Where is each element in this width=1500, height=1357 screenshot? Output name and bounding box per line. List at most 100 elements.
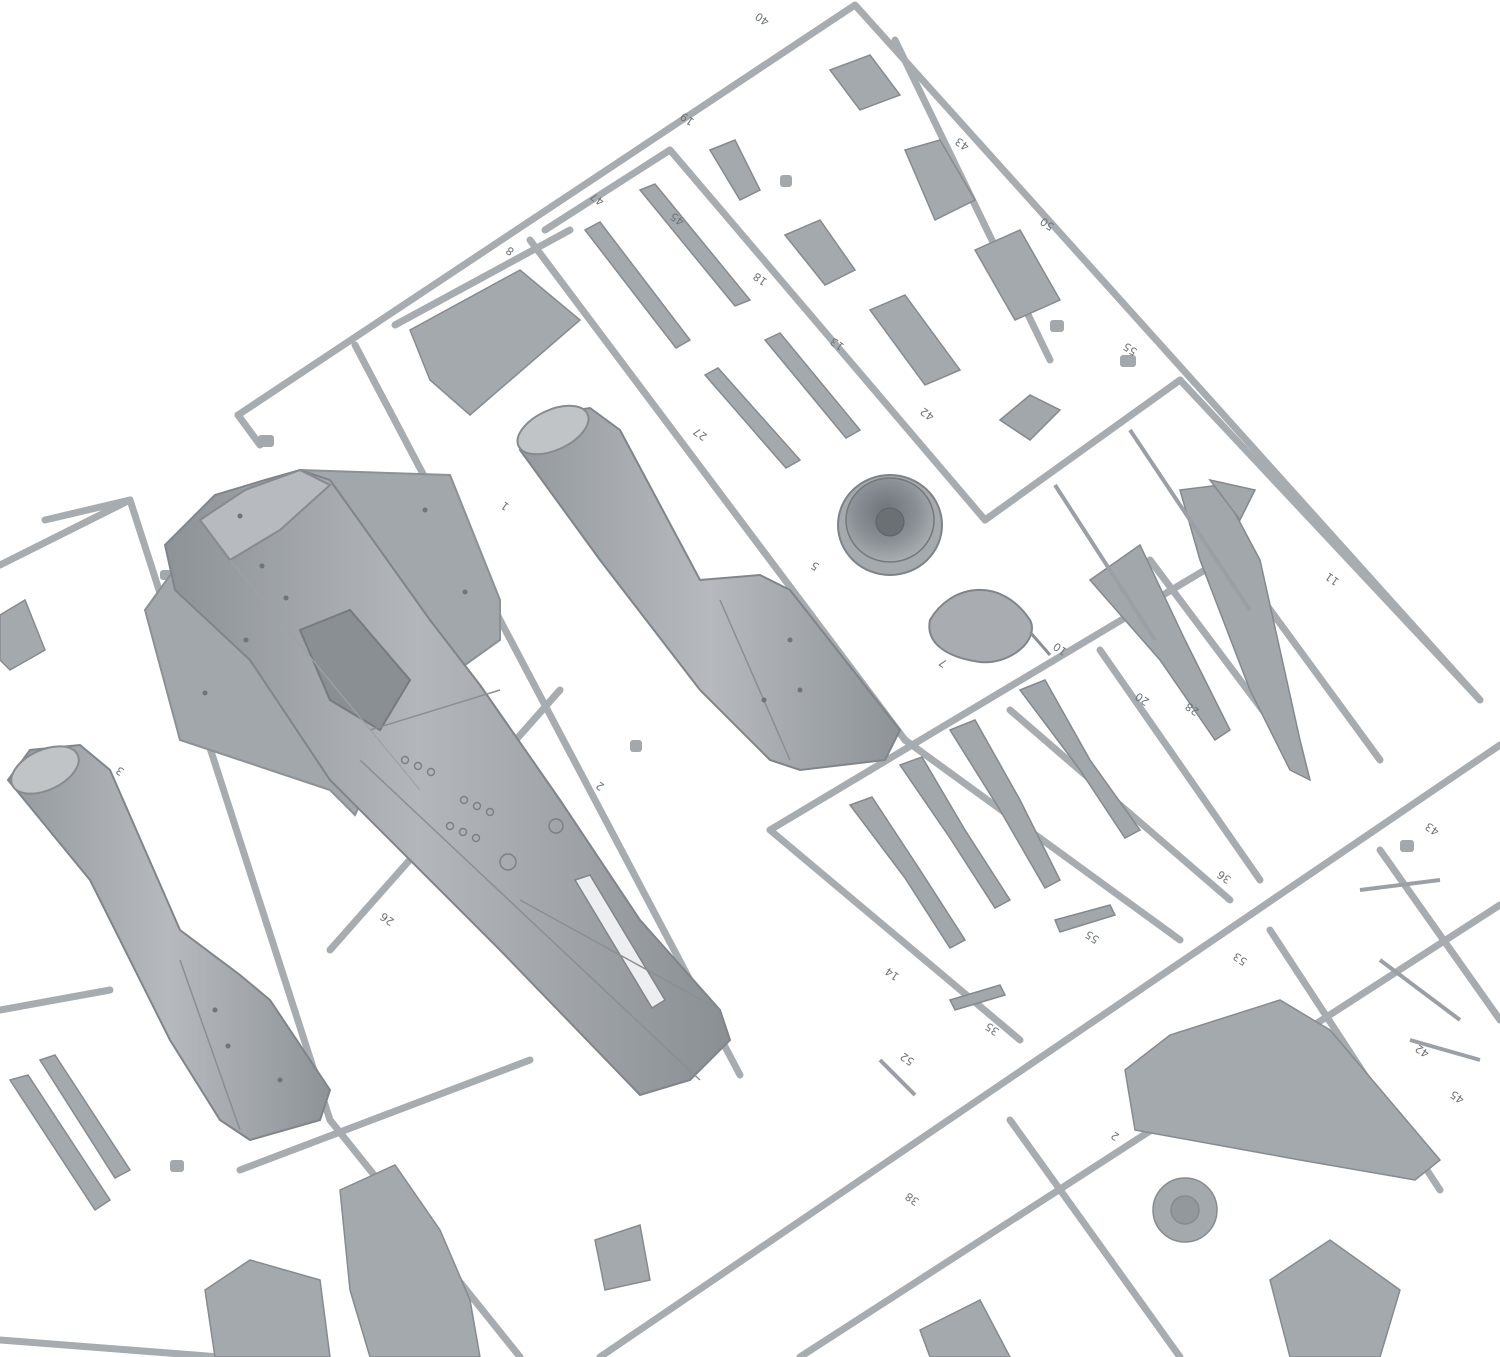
gate-nub	[258, 435, 274, 447]
part-label: 18	[751, 270, 770, 289]
intake-part	[516, 404, 902, 772]
runner-bar	[666, 146, 989, 524]
small-holes	[202, 507, 468, 696]
part-label: 2	[1109, 1129, 1122, 1144]
runner-bar	[541, 146, 674, 234]
part-label: 1	[499, 499, 512, 514]
missile-fin	[1208, 478, 1257, 522]
part-label: 11	[1323, 570, 1342, 589]
intake-body	[6, 743, 332, 1142]
propeller-part	[948, 984, 1007, 1011]
part-label: 43	[1423, 820, 1442, 839]
part-label: 27	[691, 425, 710, 444]
intake-body	[518, 406, 902, 772]
runner-bar	[391, 226, 574, 329]
runner-bar	[901, 736, 1184, 944]
part-label: 8	[504, 244, 517, 259]
panel-line	[229, 559, 421, 791]
panel-line	[719, 599, 791, 761]
part-label: 26	[378, 910, 397, 929]
runner-bar	[236, 1056, 534, 1174]
part-label: 7	[937, 656, 950, 671]
gate-nub	[170, 1160, 184, 1172]
small-parts-lower-right	[919, 878, 1481, 1357]
runner-bar	[41, 496, 134, 524]
runner-bar	[0, 1336, 224, 1357]
long-strip	[638, 183, 752, 307]
missile-parts	[848, 394, 1312, 1011]
exhaust-nozzle	[837, 474, 943, 576]
part-label: 55	[1083, 928, 1102, 947]
part-label: 52	[898, 1050, 917, 1069]
panel-part	[783, 219, 857, 286]
panel-part	[409, 269, 582, 416]
part-label: 42	[918, 405, 937, 424]
runner-bar	[234, 1, 1484, 704]
small-bracket	[708, 139, 762, 201]
runner-bar	[351, 341, 744, 1079]
part-label: 53	[1231, 950, 1250, 969]
propeller-part	[998, 394, 1062, 441]
panel-line	[369, 689, 501, 731]
gate-nub	[780, 175, 792, 187]
propeller-part	[1053, 904, 1117, 933]
panel-line	[519, 899, 721, 1011]
nose-cone	[928, 588, 1052, 664]
gate-nub	[1400, 840, 1414, 852]
part-label: 36	[1215, 868, 1234, 887]
small-holes	[212, 1007, 283, 1083]
runner-bar	[981, 376, 1184, 524]
part-label: 2	[594, 779, 607, 794]
part-label: 5	[809, 559, 822, 574]
long-strip	[583, 221, 692, 349]
runner-bar	[1096, 646, 1264, 884]
part-label: 3	[114, 764, 127, 779]
panel-part	[903, 139, 977, 222]
long-strip	[38, 1054, 132, 1179]
runner-bar	[596, 741, 1500, 1357]
fuselage-slot	[573, 874, 667, 1010]
panel-part	[919, 1299, 1011, 1357]
panel-line	[179, 959, 241, 1131]
runner-bar	[234, 411, 264, 449]
missile	[948, 719, 1061, 890]
long-strip	[8, 1074, 112, 1212]
wheel-hub	[1170, 1195, 1200, 1225]
intake-mouth	[10, 745, 80, 795]
panel-line	[359, 759, 701, 1081]
runner-bar	[0, 986, 114, 1014]
long-strip	[703, 367, 802, 469]
small-rod	[1359, 878, 1441, 892]
gate-nub	[1120, 355, 1136, 367]
runner-bar	[1376, 846, 1500, 1024]
runner-bar	[1176, 376, 1484, 704]
intake-mouth	[516, 404, 590, 456]
missile-rod	[1053, 483, 1157, 642]
panel-part	[339, 1164, 481, 1357]
rivet-holes	[400, 755, 564, 871]
runner-bar	[766, 826, 1024, 1044]
small-parts-lower-left	[0, 598, 917, 1357]
part-label: 14	[883, 965, 902, 984]
panel-part	[973, 229, 1062, 321]
part-label: 40	[753, 10, 772, 29]
small-rod	[1378, 958, 1462, 1022]
small-holes	[761, 637, 803, 703]
cockpit-opening	[298, 608, 412, 732]
small-rod	[1409, 1038, 1481, 1062]
missile	[898, 756, 1012, 909]
panel-part	[868, 294, 962, 386]
part-label: 43	[953, 135, 972, 154]
small-rod	[878, 1058, 917, 1097]
panel-part	[594, 1224, 651, 1291]
gate-nub	[630, 740, 642, 752]
panel-part	[204, 1259, 331, 1357]
intake-part-left	[6, 743, 332, 1142]
panel-part	[0, 598, 46, 671]
runner-bar	[1006, 1116, 1184, 1357]
tail-fin	[1124, 999, 1442, 1181]
missile	[1018, 679, 1142, 839]
long-strip	[763, 332, 862, 439]
